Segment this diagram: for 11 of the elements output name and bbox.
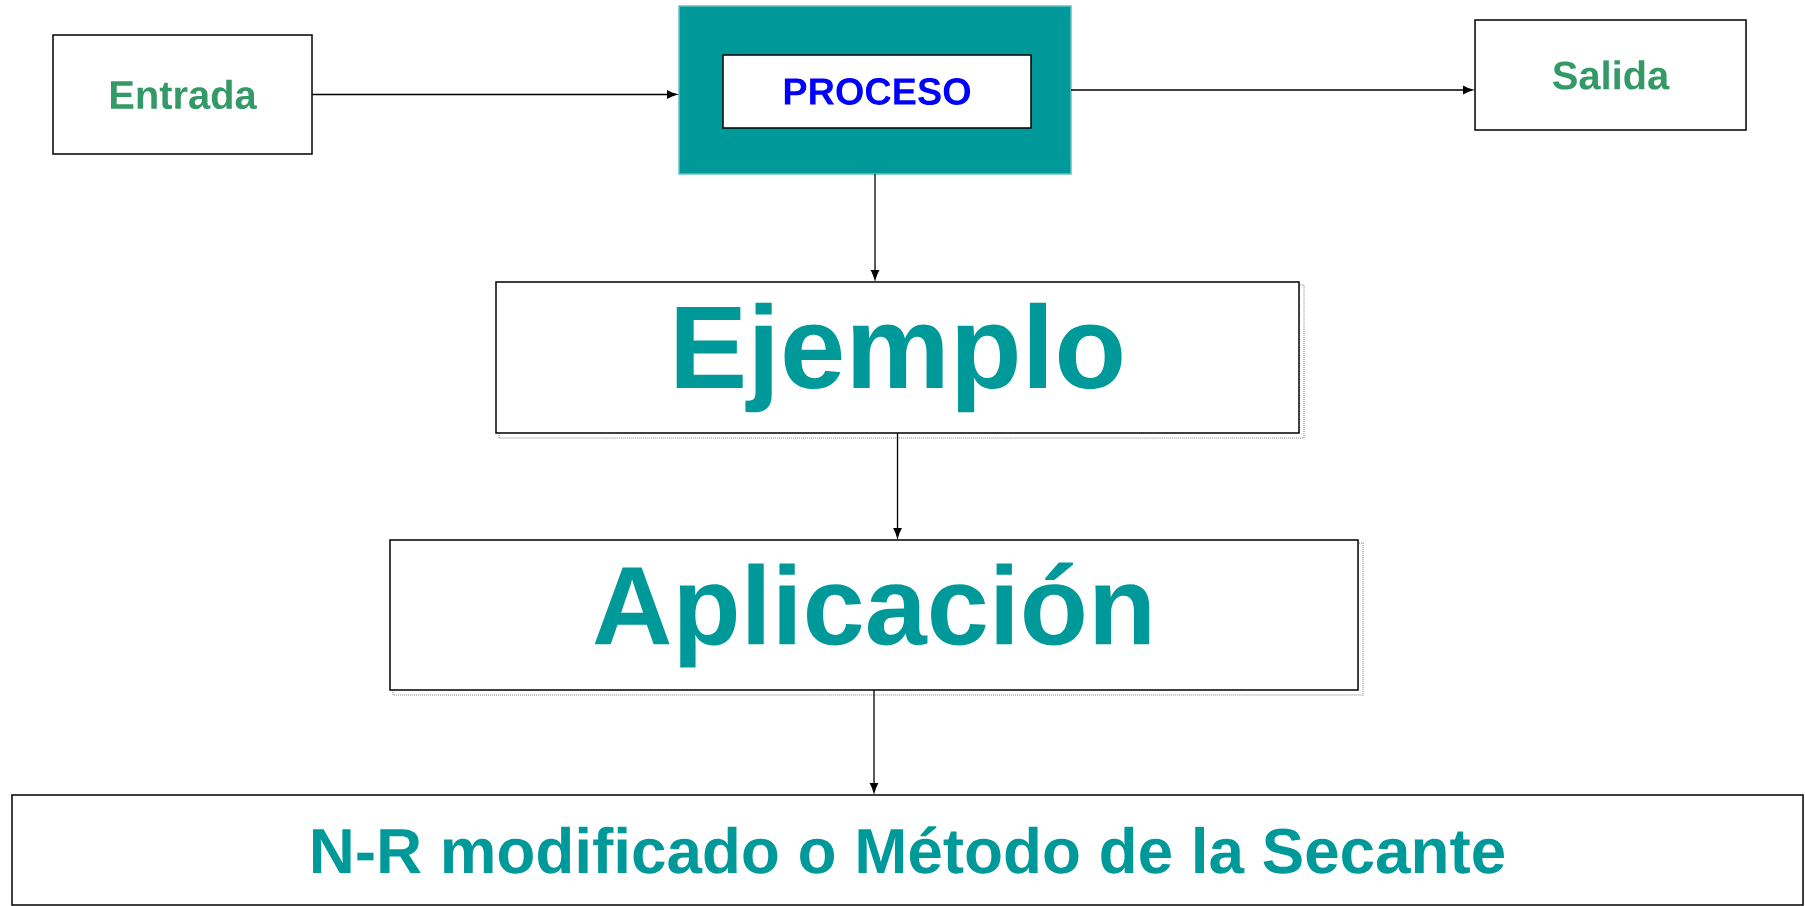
application-box: Aplicación [389, 539, 1364, 696]
arrow [1070, 85, 1473, 94]
example-box: Ejemplo [495, 281, 1305, 439]
method-box: N-R modificado o Método de la Secante [11, 794, 1804, 906]
arrow [871, 173, 880, 280]
process-box: PROCESO [722, 54, 1032, 129]
arrow [893, 432, 902, 538]
arrow [311, 90, 677, 99]
input-box: Entrada [52, 34, 313, 155]
arrow [870, 689, 879, 793]
output-box: Salida [1474, 19, 1747, 131]
